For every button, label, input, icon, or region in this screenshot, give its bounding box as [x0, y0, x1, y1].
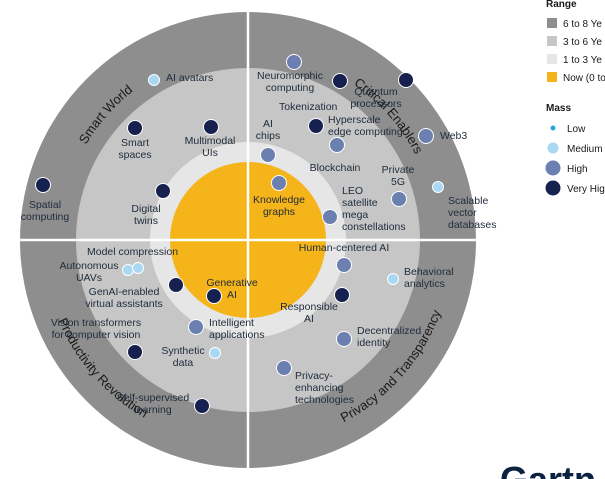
- legend-mass-marker: [545, 160, 561, 176]
- legend-range-swatch: [547, 72, 557, 82]
- hyperscale-edge-computing-marker: [308, 118, 324, 134]
- genai-virtual-assistants-marker: [168, 277, 184, 293]
- ai-avatars-label: AI avatars: [166, 72, 213, 84]
- legend-mass-label: Medium: [567, 144, 603, 155]
- autonomous-uavs-marker: [132, 262, 144, 274]
- legend-range-title: Range: [546, 0, 577, 10]
- legend-range-label: 3 to 6 Ye: [563, 37, 602, 48]
- ai-avatars-marker: [148, 74, 160, 86]
- spatial-computing-marker: [35, 177, 51, 193]
- private-5g-marker: [391, 191, 407, 207]
- generative-ai-marker: [206, 288, 222, 304]
- smart-spaces-marker: [127, 120, 143, 136]
- gartner-logo: Gartn: [500, 459, 596, 479]
- legend-mass-marker: [550, 125, 556, 131]
- multimodal-uis-marker: [203, 119, 219, 135]
- model-compression-label: Model compression: [87, 246, 178, 258]
- privacy-enhancing-technologies-marker: [276, 360, 292, 376]
- legend-mass-marker: [545, 180, 561, 196]
- responsible-ai-marker: [334, 287, 350, 303]
- human-centered-ai-label: Human-centered AI: [299, 242, 389, 254]
- intelligent-applications-marker: [188, 319, 204, 335]
- behavioral-analytics-marker: [387, 273, 399, 285]
- legend-mass-title: Mass: [546, 103, 571, 114]
- legend-range-label: 1 to 3 Ye: [563, 55, 602, 66]
- ai-chips-marker: [260, 147, 276, 163]
- knowledge-graphs-marker: [271, 175, 287, 191]
- scalable-vector-databases-marker: [432, 181, 444, 193]
- vision-transformers-marker: [127, 344, 143, 360]
- web3-marker: [418, 128, 434, 144]
- legend-range-label: Now (0 to: [563, 73, 605, 84]
- quantum-processors-marker: [398, 72, 414, 88]
- tokenization-label: Tokenization: [279, 101, 338, 113]
- legend: Range 6 to 8 Ye 3 to 6 Ye 1 to 3 Ye Now (0 …: [545, 0, 605, 196]
- model-compression-marker: [122, 264, 134, 276]
- legend-range-label: 6 to 8 Ye: [563, 19, 602, 30]
- blockchain-label: Blockchain: [310, 162, 361, 174]
- web3-label: Web3: [440, 130, 467, 142]
- legend-mass-label: Low: [567, 124, 586, 135]
- neuromorphic-computing-marker: [286, 54, 302, 70]
- blockchain-marker: [329, 137, 345, 153]
- decentralized-identity-marker: [336, 331, 352, 347]
- tokenization-marker: [332, 73, 348, 89]
- legend-mass-marker: [547, 142, 559, 154]
- legend-range-swatch: [547, 36, 557, 46]
- legend-range-swatch: [547, 54, 557, 64]
- self-supervised-learning-marker: [194, 398, 210, 414]
- digital-twins-marker: [155, 183, 171, 199]
- legend-mass-label: High: [567, 164, 588, 175]
- synthetic-data-marker: [209, 347, 221, 359]
- leo-satellite-marker: [322, 209, 338, 225]
- human-centered-ai-marker: [336, 257, 352, 273]
- legend-range-swatch: [547, 18, 557, 28]
- legend-mass-label: Very Hig: [567, 184, 605, 195]
